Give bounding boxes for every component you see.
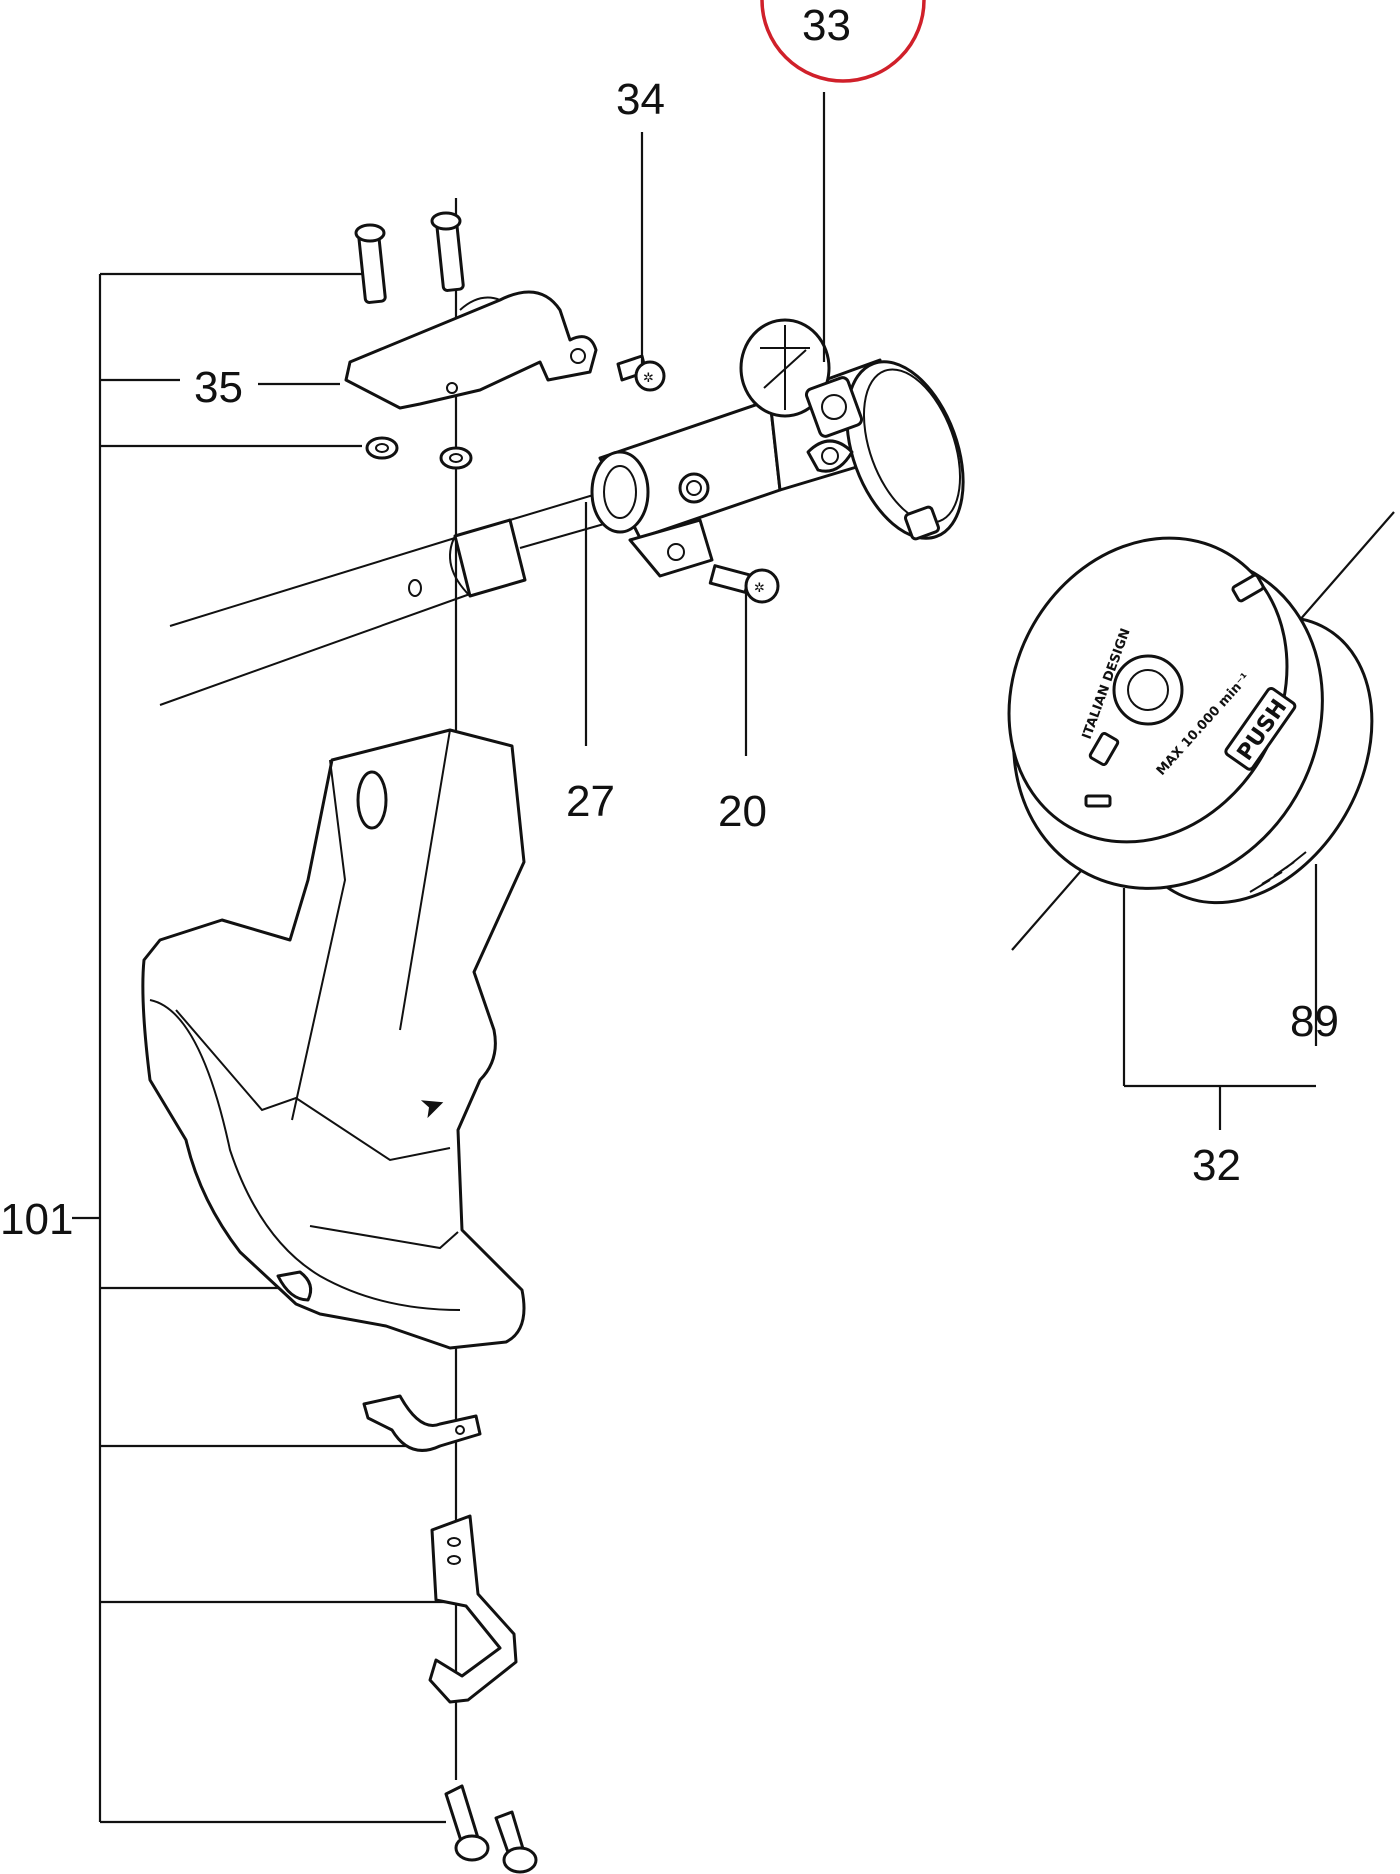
callout-20: 20 xyxy=(718,787,767,836)
leader-lines xyxy=(258,92,1318,1130)
bracket-101 xyxy=(72,272,458,1824)
guard-bottom-screws xyxy=(444,1784,538,1874)
part-101-guard: ➤ xyxy=(141,728,526,1350)
guard-small-bracket xyxy=(362,1394,482,1452)
part-35-top-clamp xyxy=(344,211,598,470)
callout-33: 33 xyxy=(802,1,851,50)
callout-32: 32 xyxy=(1192,1141,1241,1190)
part-20-screw: ✲ xyxy=(708,564,780,604)
part-27-clamp xyxy=(590,398,782,578)
shaft-tube xyxy=(159,489,619,706)
guard-hook-bracket xyxy=(428,1514,518,1704)
part-33-gear-head xyxy=(739,318,965,541)
svg-text:✲: ✲ xyxy=(754,581,765,596)
callout-101: 101 xyxy=(0,1195,73,1244)
svg-text:✲: ✲ xyxy=(643,371,654,386)
callout-35: 35 xyxy=(194,363,243,412)
callout-27: 27 xyxy=(566,777,615,826)
highlight-circle-33 xyxy=(760,0,926,83)
part-34-screw: ✲ xyxy=(616,354,666,392)
callout-89: 89 xyxy=(1290,997,1339,1046)
callout-34: 34 xyxy=(616,75,665,124)
part-32-trimmer-head: PUSH ITALIAN DESIGN MAX 10.000 min⁻¹ xyxy=(1007,511,1395,951)
